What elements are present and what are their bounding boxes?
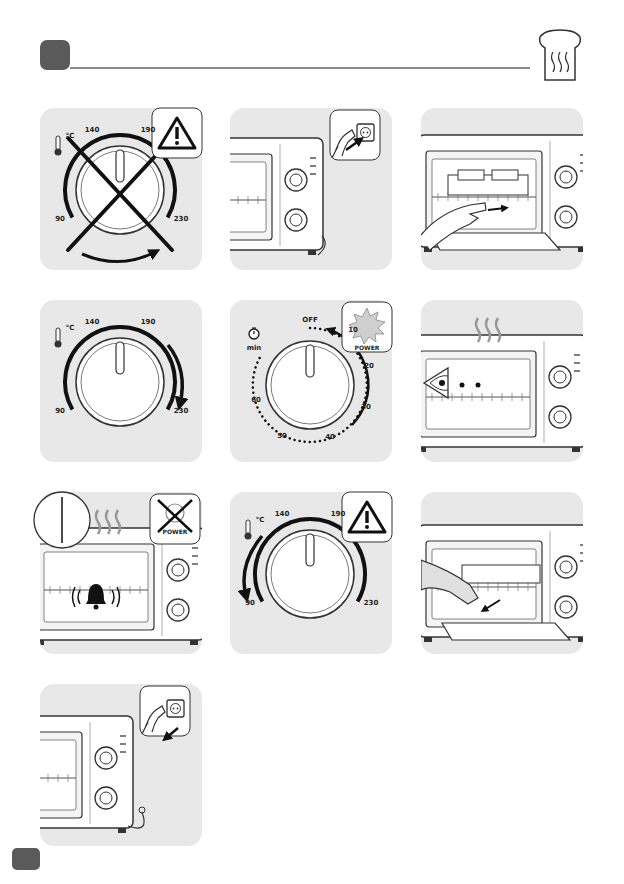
dial-label: 90 (55, 408, 65, 415)
dial-label: 190 (141, 319, 156, 326)
dial-label: °C (66, 133, 75, 140)
dial-label: 230 (364, 600, 379, 607)
dial-label: °C (66, 325, 75, 332)
indicator-label: POWER (163, 529, 188, 535)
dial-label: 90 (55, 216, 65, 223)
dial-label: 190 (331, 511, 346, 518)
dial-label: 140 (275, 511, 290, 518)
dial-label: 10 (348, 327, 358, 334)
dial-label: °C (256, 517, 265, 524)
dial-label: 50 (277, 433, 287, 440)
dial-label: 90 (245, 600, 255, 607)
dial-label: 190 (141, 127, 156, 134)
dial-label: min (247, 345, 262, 352)
dial-label: 20 (364, 363, 374, 370)
dial-label: 230 (174, 408, 189, 415)
dial-label: 60 (251, 397, 261, 404)
dial-label: 140 (85, 127, 100, 134)
dial-label: 30 (361, 404, 371, 411)
dial-label: OFF (302, 317, 318, 324)
dial-label: 140 (85, 319, 100, 326)
indicator-label: POWER (355, 345, 380, 351)
dial-label: 40 (325, 434, 335, 441)
dial-label: 230 (174, 216, 189, 223)
